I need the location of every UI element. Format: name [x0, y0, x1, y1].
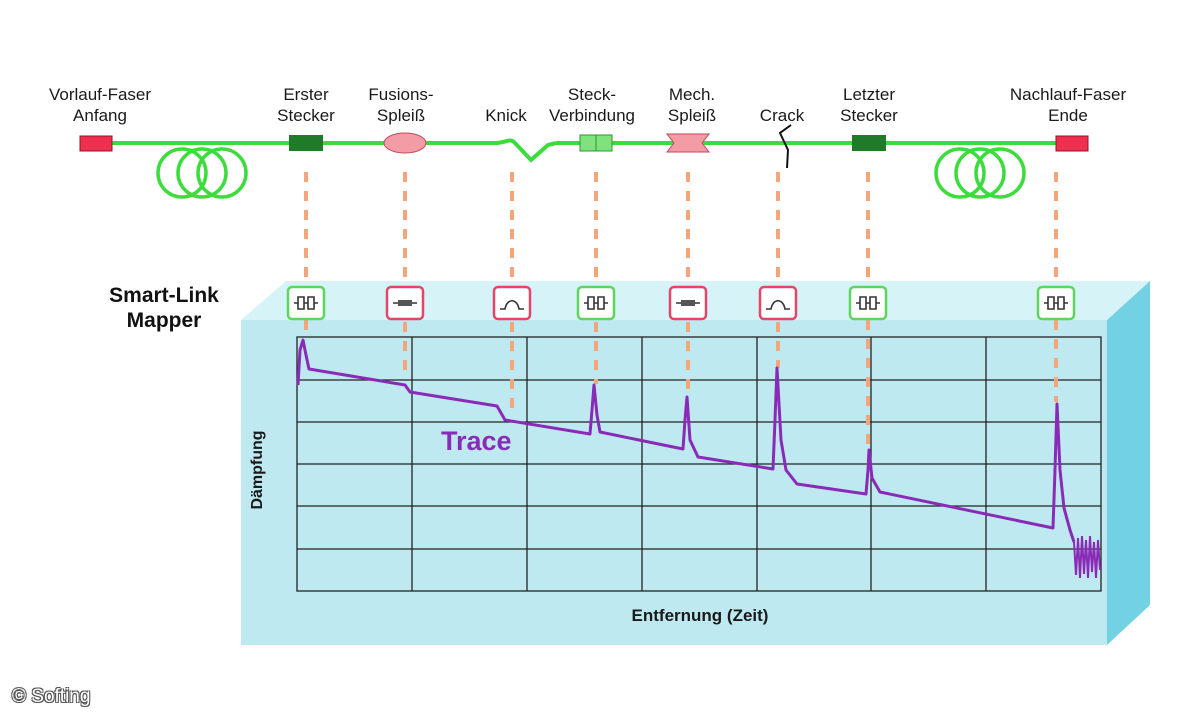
label-line: Stecker [840, 106, 898, 125]
icon-glyph [584, 296, 608, 310]
label-line: Fusions- [368, 85, 434, 104]
panel-side [1107, 281, 1150, 645]
label-line: Vorlauf-Faser [48, 85, 152, 104]
label-fusions-spleiss: Fusions- Spleiß [368, 84, 433, 126]
bend-icon [758, 285, 798, 321]
connector-icon [576, 285, 616, 321]
label-line: Anfang [73, 106, 127, 125]
splice-icon [668, 285, 708, 321]
label-line: Spleiß [667, 106, 717, 125]
icon-glyph [294, 296, 318, 310]
icon-glyph [1044, 296, 1068, 310]
mechanical-splice-marker [665, 133, 711, 153]
fiber-bend [494, 138, 557, 163]
smart-link-mapper-title: Smart-Link Mapper [103, 283, 225, 333]
label-line: Verbindung [548, 106, 636, 125]
bend-icon [492, 285, 532, 321]
trace-label: Trace [441, 426, 512, 456]
label-vorlauf-faser: Vorlauf-Faser Anfang [49, 84, 151, 126]
otdr-trace [296, 338, 1076, 543]
coil-loop [974, 147, 1026, 199]
panel-front [241, 320, 1107, 645]
event-link-lines [304, 172, 1058, 450]
trace-noise-tail [1073, 535, 1101, 579]
coil-loop [176, 147, 228, 199]
icon-glyph [500, 299, 524, 310]
coil-loop [954, 147, 1006, 199]
connector-icon [848, 285, 888, 321]
fiber-end-marker [1055, 135, 1089, 152]
x-axis-label: Entfernung (Zeit) [631, 606, 769, 625]
coil-loop [196, 147, 248, 199]
fiber-start-marker [79, 135, 113, 152]
label-knick: Knick [485, 105, 527, 126]
icon-glyph [766, 299, 790, 310]
splice-body [681, 300, 695, 306]
label-line: Knick [485, 106, 527, 125]
label-line: Erster [283, 85, 329, 104]
label-mech-spleiss: Mech. Spleiß [668, 84, 716, 126]
label-line: Nachlauf-Faser [1009, 85, 1127, 104]
label-steck-verbindung: Steck- Verbindung [549, 84, 635, 126]
mated-connector-marker [579, 134, 613, 152]
label-line: Letzter [843, 85, 895, 104]
icon-box [492, 285, 532, 321]
first-connector-marker [289, 135, 323, 151]
y-axis-label: Dämpfung [249, 430, 266, 510]
title-line: Mapper [126, 309, 202, 332]
label-line: Mech. [668, 85, 716, 104]
smart-link-icons [286, 285, 1076, 321]
label-erster-stecker: Erster Stecker [277, 84, 335, 126]
label-crack: Crack [760, 105, 804, 126]
crack-marker [778, 124, 792, 169]
label-line: Stecker [277, 106, 335, 125]
copyright-notice: © Softing [12, 686, 91, 707]
label-line: Steck- [567, 85, 617, 104]
fiber-coil-right-icon [934, 147, 1026, 199]
fusion-splice-marker [383, 132, 427, 154]
connector-icon [286, 285, 326, 321]
last-connector-marker [852, 135, 886, 151]
label-letzter-stecker: Letzter Stecker [840, 84, 898, 126]
coil-loop [934, 147, 986, 199]
fiber-coil-left-icon [156, 147, 248, 199]
connector-icon [1036, 285, 1076, 321]
title-line: Smart-Link [109, 284, 219, 307]
icon-box [758, 285, 798, 321]
label-line: Crack [759, 106, 805, 125]
coil-loop [156, 147, 208, 199]
label-nachlauf-faser: Nachlauf-Faser Ende [1010, 84, 1126, 126]
splice-body [398, 300, 412, 306]
splice-icon [385, 285, 425, 321]
label-line: Ende [1048, 106, 1088, 125]
trace-grid [296, 336, 1102, 592]
icon-glyph [856, 296, 880, 310]
label-line: Spleiß [376, 106, 426, 125]
